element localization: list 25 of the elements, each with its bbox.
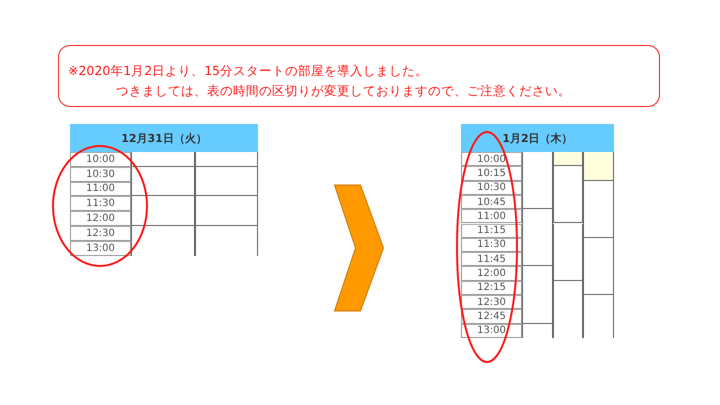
time-cell: 11:15 — [461, 224, 522, 238]
time-cell: 10:00 — [461, 152, 522, 166]
time-cell: 10:30 — [70, 166, 131, 182]
time-cell: 11:00 — [70, 182, 131, 196]
time-cell: 12:30 — [461, 295, 522, 310]
time-cell: 12:30 — [70, 226, 131, 241]
notice-box — [58, 45, 660, 107]
time-cell: 13:00 — [70, 240, 131, 256]
time-cell: 11:00 — [461, 209, 522, 224]
block-arrow — [334, 184, 384, 312]
time-cell: 10:45 — [461, 194, 522, 210]
schedule-table — [461, 124, 614, 336]
time-cell: 12:00 — [461, 266, 522, 281]
notice-text: ※2020年1月2日より、15分スタートの部屋を導入しました。 — [68, 63, 428, 80]
time-cell: 11:30 — [70, 196, 131, 212]
notice-text: つきましては、表の時間の区切りが変更しておりますので、ご注意ください。 — [116, 83, 571, 100]
time-cell: 11:45 — [461, 252, 522, 266]
time-cell: 12:15 — [461, 280, 522, 295]
time-cell: 12:00 — [70, 211, 131, 226]
time-cell: 10:15 — [461, 166, 522, 181]
time-cell: 11:30 — [461, 238, 522, 252]
table-header: 1月2日（木） — [461, 124, 614, 152]
table-header: 12月31日（火） — [70, 124, 258, 152]
time-cell: 12:45 — [461, 309, 522, 324]
time-cell: 10:00 — [70, 152, 131, 167]
